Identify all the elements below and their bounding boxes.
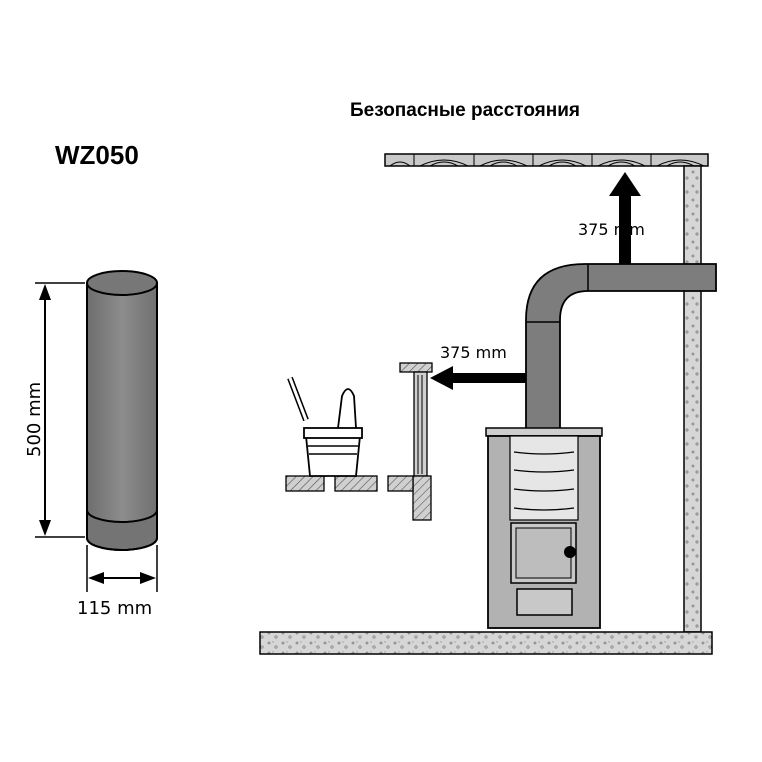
diameter-label: 115 mm [77,598,152,619]
wall-clearance-arrow [430,366,526,390]
length-label: 500 mm [24,382,45,457]
sauna-stove [485,427,603,629]
wooden-wall-panel [399,362,433,521]
model-title: WZ050 [55,140,139,170]
side-wall [683,165,702,633]
wooden-ceiling [384,153,709,167]
ceiling-clearance-label: 375 mm [578,220,645,239]
chimney-pipe [86,270,158,551]
ceiling-clearance-arrow [609,172,641,264]
wall-clearance-label: 375 mm [440,343,507,362]
sauna-bucket [287,376,363,477]
length-dimension [35,282,85,538]
diameter-dimension [86,545,158,592]
sauna-bench [285,475,414,492]
flue-pipe [525,263,717,431]
floor [259,631,713,655]
section-heading: Безопасные расстояния [350,100,580,121]
